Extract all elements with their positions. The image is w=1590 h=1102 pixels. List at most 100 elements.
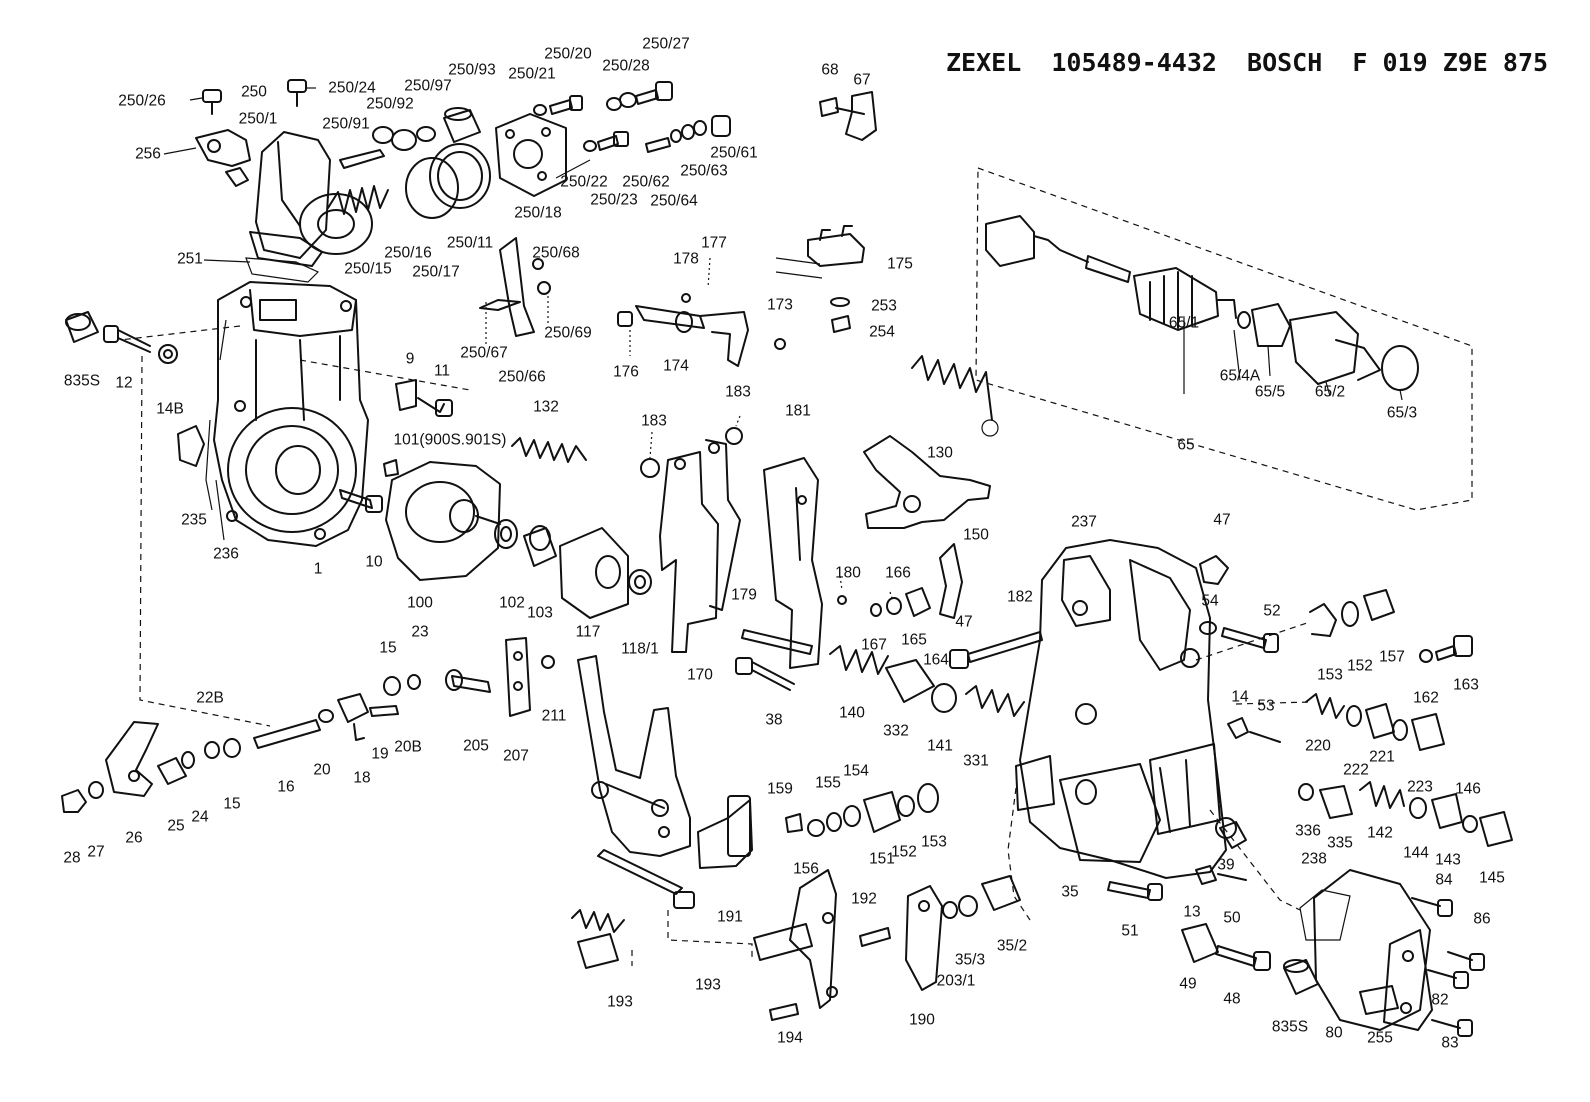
callout-label: 16 (277, 778, 295, 796)
callout-label: 82 (1431, 991, 1449, 1009)
callout-label: 336 (1295, 822, 1321, 840)
callout-label: 253 (871, 297, 897, 315)
callout-label: 250/61 (710, 144, 758, 162)
control-lever-linkage (571, 427, 1021, 1021)
callout-label: 250/15 (344, 260, 392, 278)
callout-label: 25 (167, 817, 185, 835)
callout-label: 164 (923, 651, 949, 669)
callout-label: 146 (1455, 780, 1481, 798)
callout-label: 152 (891, 843, 917, 861)
callout-label: 250/23 (590, 191, 638, 209)
callout-label: 154 (843, 762, 869, 780)
right-housing (1007, 539, 1513, 1037)
callout-label: 250/17 (412, 263, 460, 281)
callout-label: 250/22 (560, 173, 608, 191)
callout-label: 835S (63, 372, 101, 390)
callout-label: 11 (433, 362, 451, 380)
callout-label: 47 (955, 613, 973, 631)
callout-label: 250/69 (544, 324, 592, 342)
callout-label: 222 (1343, 761, 1369, 779)
callout-label: 251 (177, 250, 203, 268)
pump-housing (65, 281, 587, 727)
callout-label: 250/93 (448, 61, 496, 79)
callout-label: 157 (1379, 648, 1405, 666)
callout-label: 250/24 (328, 79, 376, 97)
callout-label: 20B (394, 738, 422, 756)
diagram-title: ZEXEL 105489-4432 BOSCH F 019 Z9E 875 (946, 48, 1549, 77)
callout-label: 181 (785, 402, 811, 420)
callout-label: 48 (1223, 990, 1241, 1008)
callout-label: 166 (885, 564, 911, 582)
callout-label: 238 (1301, 850, 1327, 868)
solenoid-assembly (975, 167, 1473, 511)
callout-label: 203/1 (936, 972, 976, 990)
callout-label: 14B (156, 400, 184, 418)
callout-label: 14 (1231, 688, 1249, 706)
callout-label: 151 (869, 850, 895, 868)
callout-label: 183 (641, 412, 667, 430)
callout-label: 140 (839, 704, 865, 722)
callout-label: 35/3 (954, 951, 986, 969)
callout-label: 250 (241, 83, 267, 101)
callout-label: 53 (1257, 697, 1275, 715)
callout-label: 174 (663, 357, 689, 375)
callout-label: 18 (353, 769, 371, 787)
callout-label: 26 (125, 829, 143, 847)
callout-label: 65 (1177, 436, 1195, 454)
callout-label: 250/66 (498, 368, 546, 386)
callout-label: 250/16 (384, 244, 432, 262)
callout-label: 15 (379, 639, 397, 657)
callout-label: 35/2 (996, 937, 1028, 955)
leader-lines (485, 257, 893, 599)
callout-label: 52 (1263, 602, 1281, 620)
callout-label: 67 (853, 71, 871, 89)
callout-label: 65/1 (1168, 314, 1200, 332)
callout-label: 103 (527, 604, 553, 622)
callout-label: 101(900S.901S) (393, 431, 507, 449)
callout-label: 35 (1061, 883, 1079, 901)
callout-label: 221 (1369, 748, 1395, 766)
callout-label: 143 (1435, 851, 1461, 869)
callout-label: 84 (1435, 871, 1453, 889)
callout-label: 183 (725, 383, 751, 401)
callout-label: 165 (901, 631, 927, 649)
callout-label: 250/68 (532, 244, 580, 262)
callout-label: 141 (927, 737, 953, 755)
callout-label: 130 (927, 444, 953, 462)
callout-label: 250/62 (622, 173, 670, 191)
callout-label: 254 (869, 323, 895, 341)
callout-label: 10 (365, 553, 383, 571)
callout-label: 12 (115, 374, 133, 392)
callout-label: 152 (1347, 657, 1373, 675)
callout-label: 173 (767, 296, 793, 314)
callout-label: 38 (765, 711, 783, 729)
callout-label: 80 (1325, 1024, 1343, 1042)
callout-label: 145 (1479, 869, 1505, 887)
callout-label: 100 (407, 594, 433, 612)
lever-shaft-parts (61, 637, 555, 813)
callout-label: 117 (575, 623, 601, 641)
callout-label: 153 (1317, 666, 1343, 684)
callout-label: 835S (1271, 1018, 1309, 1036)
callout-label: 191 (717, 908, 743, 926)
callout-label: 102 (499, 594, 525, 612)
callout-label: 49 (1179, 975, 1197, 993)
callout-label: 176 (613, 363, 639, 381)
callout-label: 54 (1201, 592, 1219, 610)
callout-label: 15 (223, 795, 241, 813)
cam-ring-assembly (385, 461, 652, 619)
callout-label: 13 (1183, 903, 1201, 921)
callout-label: 65/5 (1254, 383, 1286, 401)
callout-label: 167 (861, 636, 887, 654)
callout-label: 19 (371, 745, 389, 763)
callout-label: 332 (883, 722, 909, 740)
callout-label: 65/4A (1219, 367, 1261, 385)
callout-label: 250/21 (508, 65, 556, 83)
callout-label: 250/20 (544, 45, 592, 63)
callout-label: 177 (701, 234, 727, 252)
callout-label: 236 (213, 545, 239, 563)
callout-label: 178 (673, 250, 699, 268)
callout-label: 24 (191, 808, 209, 826)
